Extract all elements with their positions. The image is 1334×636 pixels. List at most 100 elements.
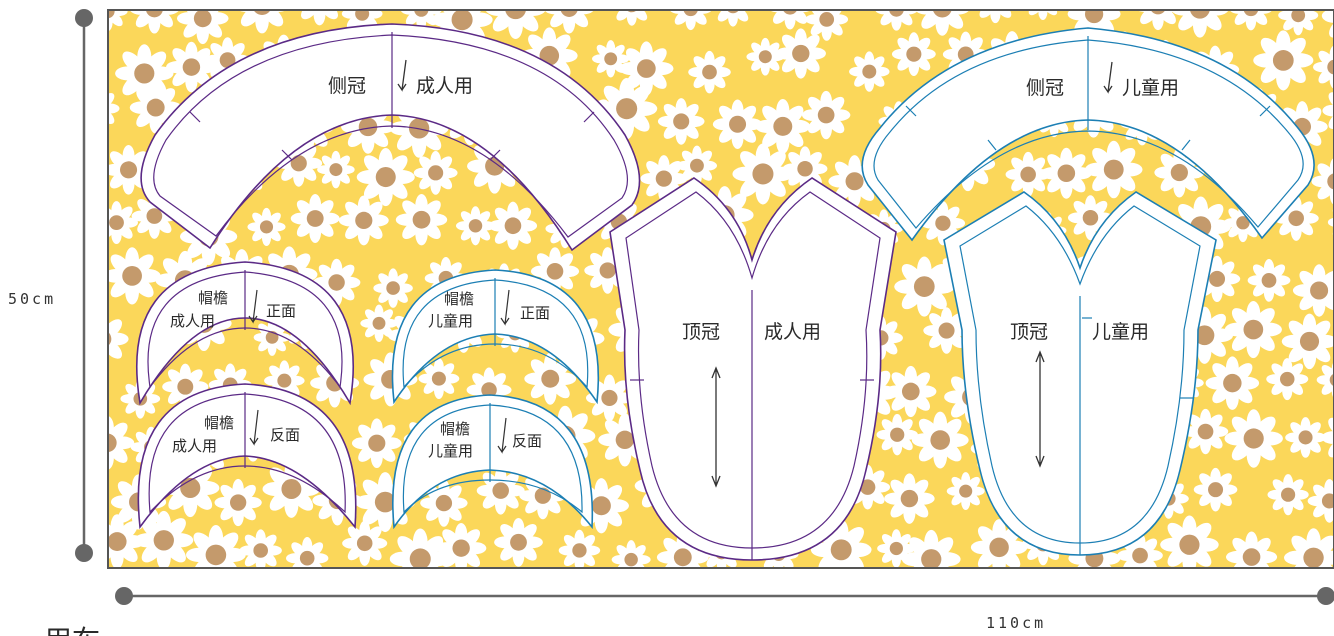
brim-child-back-piece: 帽檐 儿童用 反面 (392, 394, 594, 530)
daisy-icon (1225, 531, 1278, 568)
brim-child-front-outer (391, 269, 599, 405)
daisy-icon (247, 207, 286, 246)
brim-adult-front-outer (136, 261, 354, 406)
notch-mark (987, 139, 997, 151)
top-crown-child-name: 顶冠 (1010, 321, 1048, 343)
daisy-icon (1224, 409, 1283, 468)
brim-child-front-face: 正面 (520, 304, 550, 322)
top-crown-child-piece: 顶冠 儿童用 (943, 191, 1217, 556)
top-crown-adult-piece: 顶冠 成人用 (609, 177, 897, 561)
grainline-arrow-icon (248, 289, 258, 324)
daisy-icon (885, 365, 937, 418)
top-crown-adult-outer (609, 177, 897, 561)
grainline-arrow-icon (249, 409, 259, 446)
daisy-icon (1084, 140, 1143, 199)
footer-text: 用布 (44, 624, 100, 636)
daisy-icon (395, 193, 448, 246)
daisy-icon (1224, 300, 1282, 359)
daisy-icon (108, 201, 138, 245)
grainline-arrow-icon (1103, 61, 1113, 94)
daisy-icon (108, 247, 161, 305)
brim-adult-back-outer (137, 383, 357, 530)
side-crown-child-outer (861, 27, 1315, 242)
brim-child-back-outer (392, 394, 594, 530)
daisy-icon (901, 529, 961, 568)
daisy-icon (342, 520, 388, 566)
notch-mark (1181, 139, 1191, 151)
daisy-icon (1160, 515, 1219, 568)
dimension-endpoint (75, 9, 93, 27)
top-crown-child-size: 儿童用 (1092, 321, 1149, 343)
brim-child-front-seam (402, 279, 589, 389)
side-crown-child-piece: 侧冠 儿童用 (861, 27, 1315, 242)
notch-mark (489, 149, 501, 161)
daisy-icon (688, 50, 731, 94)
daisy-icon (558, 529, 601, 568)
daisy-icon (884, 473, 935, 524)
grainline-arrow-icon (500, 289, 510, 326)
top-crown-child-seam (959, 205, 1201, 544)
side-crown-child-size: 儿童用 (1122, 77, 1179, 99)
grainline-arrow-icon (397, 59, 407, 92)
side-crown-adult-seam (153, 34, 628, 238)
daisy-icon (488, 201, 538, 250)
brim-adult-back-piece: 帽檐 成人用 反面 (137, 383, 357, 530)
daisy-icon (1253, 30, 1314, 91)
daisy-icon (657, 98, 705, 145)
top-crown-adult-name: 顶冠 (682, 321, 720, 343)
width-dimension: 110cm (115, 587, 1334, 632)
dimension-endpoint (75, 544, 93, 562)
brim-child-back-name: 帽檐 (440, 420, 470, 438)
side-crown-adult-size: 成人用 (416, 75, 473, 97)
daisy-icon (286, 537, 329, 568)
daisy-icon (435, 522, 487, 568)
daisy-icon (876, 414, 918, 456)
notch-mark (1259, 105, 1271, 117)
daisy-icon (389, 528, 451, 568)
daisy-icon (801, 90, 851, 140)
brim-adult-back-seam (148, 393, 346, 514)
brim-adult-front-face: 正面 (266, 302, 296, 320)
notch-mark (583, 111, 595, 123)
brim-child-back-seam (402, 404, 583, 514)
daisy-icon (214, 478, 262, 527)
top-crown-adult-seam (625, 191, 881, 549)
brim-adult-front-size: 成人用 (170, 312, 215, 330)
top-crown-adult-size: 成人用 (764, 321, 821, 343)
daisy-icon (911, 411, 969, 469)
brim-adult-back-size: 成人用 (172, 437, 217, 455)
daisy-icon (1285, 417, 1326, 458)
daisy-icon (351, 418, 402, 469)
daisy-icon (338, 195, 389, 246)
side-crown-adult-outer (140, 23, 641, 252)
daisy-icon (1040, 147, 1092, 199)
daisy-icon (1247, 259, 1291, 302)
grainline-arrow-icon (497, 417, 507, 454)
daisy-icon (290, 194, 340, 243)
daisy-icon (775, 28, 826, 79)
side-crown-child-name: 侧冠 (1026, 77, 1064, 99)
brim-adult-back-face: 反面 (270, 426, 300, 444)
brim-child-back-face: 反面 (512, 432, 542, 450)
grainline-arrow-icon (1035, 350, 1045, 468)
daisy-icon (186, 525, 246, 568)
brim-adult-front-seam (147, 271, 343, 389)
brim-child-front-size: 儿童用 (428, 312, 473, 330)
notch-mark (281, 149, 293, 161)
daisy-icon (317, 150, 355, 189)
daisy-icon (1193, 467, 1238, 512)
fabric-border (107, 9, 1334, 569)
daisy-icon (1205, 356, 1260, 410)
width-label: 110cm (986, 614, 1046, 632)
daisy-icon (1266, 358, 1309, 401)
daisy-icon (494, 517, 543, 567)
dimension-endpoint (115, 587, 133, 605)
grainline-arrow-icon (711, 366, 721, 488)
brim-adult-front-piece: 帽檐 成人用 正面 (136, 261, 354, 406)
daisy-icon (891, 32, 936, 77)
notch-mark (189, 111, 201, 123)
daisy-icon (611, 540, 651, 568)
daisy-icon (712, 99, 763, 149)
daisy-icon (373, 268, 413, 308)
